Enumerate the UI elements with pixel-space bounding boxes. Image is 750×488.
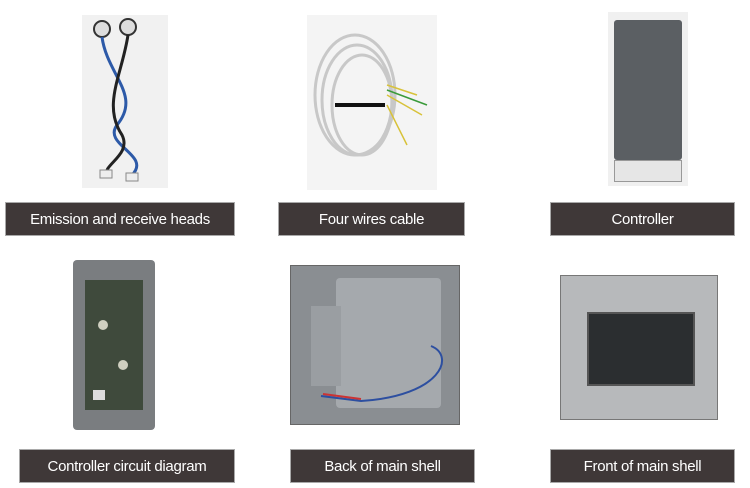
label-controller-circuit-diagram: Controller circuit diagram	[19, 449, 235, 483]
cable-photo	[307, 15, 437, 190]
shell-front-photo	[560, 275, 718, 420]
shell-back-photo	[290, 265, 460, 425]
label-front-of-main-shell: Front of main shell	[550, 449, 735, 483]
controller-photo	[608, 12, 688, 186]
label-four-wires-cable: Four wires cable	[278, 202, 465, 236]
circuit-board-photo	[73, 260, 155, 430]
sensor-heads-photo	[82, 15, 168, 188]
label-controller: Controller	[550, 202, 735, 236]
label-back-of-main-shell: Back of main shell	[290, 449, 475, 483]
label-emission-receive-heads: Emission and receive heads	[5, 202, 235, 236]
